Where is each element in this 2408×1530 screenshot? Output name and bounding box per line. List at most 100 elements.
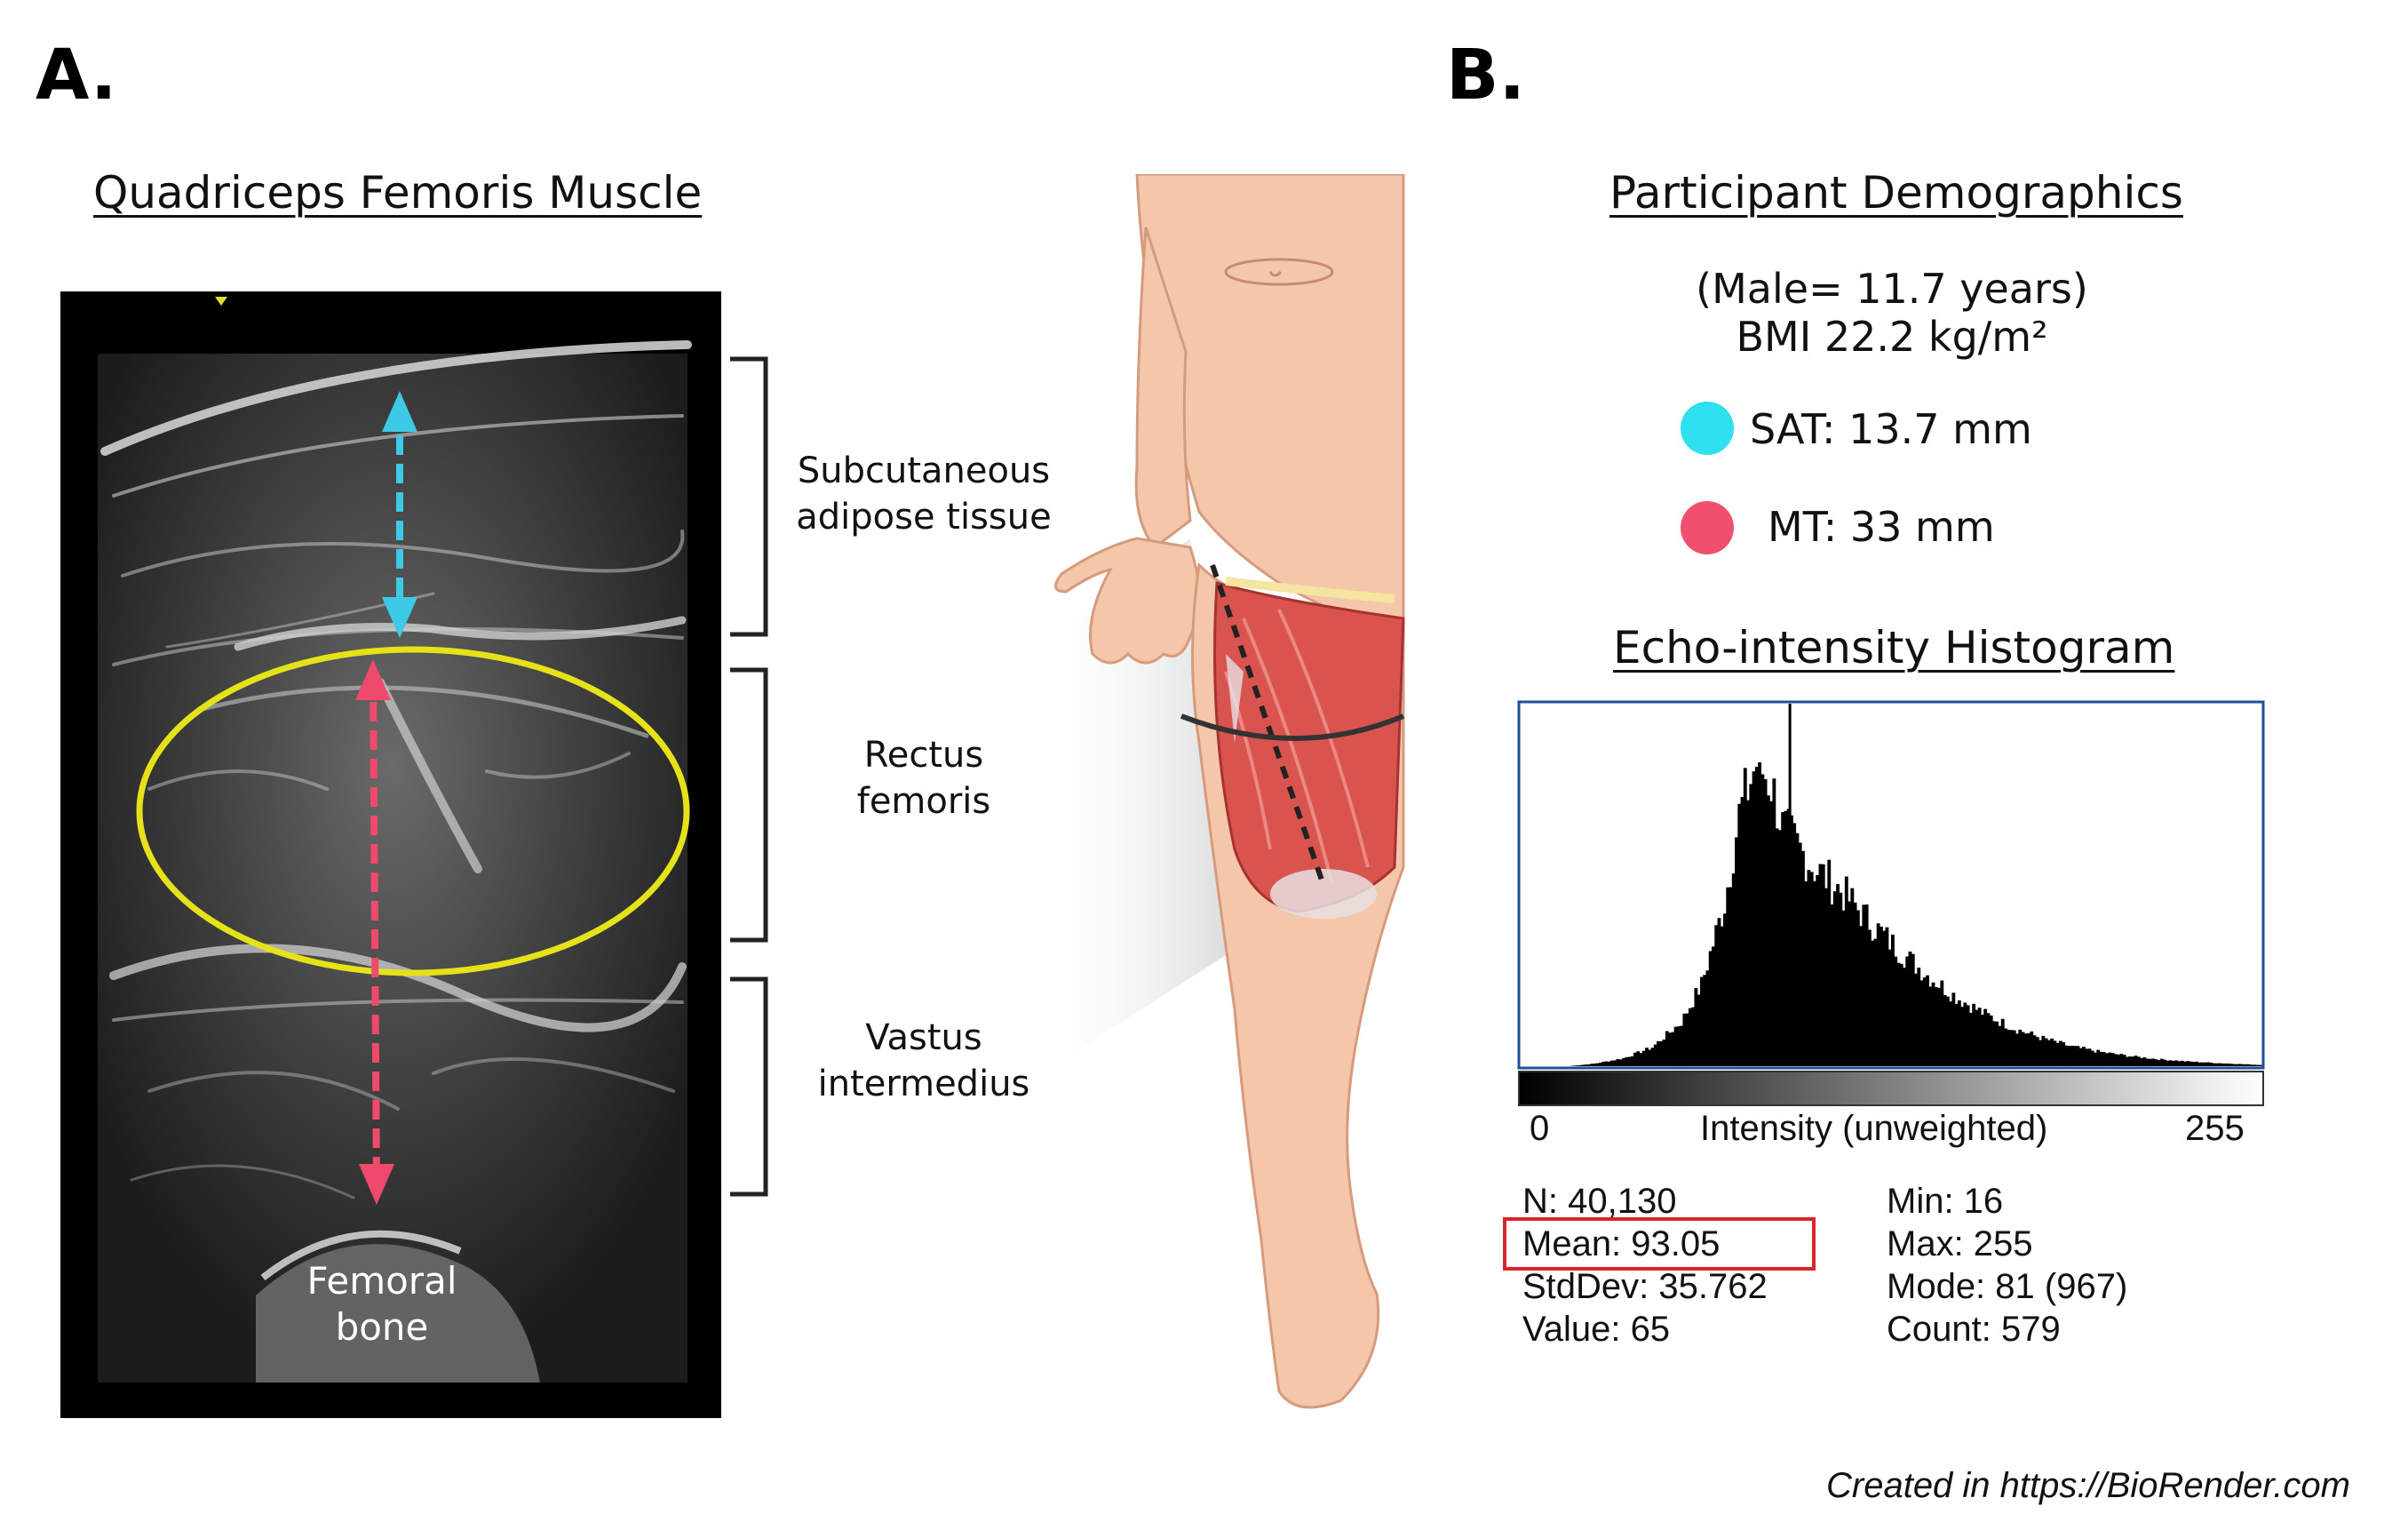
histogram-bin: [1688, 1008, 1692, 1066]
histogram-bin: [2122, 1055, 2126, 1066]
histogram-bin: [2096, 1049, 2101, 1066]
panel-b-label: B.: [1446, 36, 1526, 116]
histogram-bin: [1714, 925, 1719, 1066]
histogram-bin: [2195, 1061, 2198, 1066]
histogram-bin: [2186, 1061, 2190, 1066]
histogram-bin: [2151, 1058, 2156, 1066]
histogram-bin: [1673, 1026, 1678, 1066]
histogram-bin: [2117, 1055, 2120, 1066]
histogram-bin: [2007, 1030, 2011, 1066]
histogram-bin: [1992, 1021, 1996, 1066]
histogram-bin: [2021, 1032, 2025, 1066]
histogram-bin: [1885, 927, 1889, 1066]
histogram-bin: [1804, 881, 1808, 1066]
histogram-bin: [1752, 771, 1756, 1066]
histogram-bin: [2090, 1050, 2094, 1066]
histogram-bin: [2159, 1058, 2164, 1066]
histogram-bin: [1708, 951, 1713, 1066]
sat-measure-text: SAT: 13.7 mm: [1750, 405, 2032, 453]
histogram-bin: [2244, 1064, 2248, 1066]
histogram-bin: [1657, 1041, 1660, 1066]
muscle-thickness-arrow: [355, 659, 394, 1205]
histogram-bin: [1630, 1056, 1634, 1066]
histogram-bin: [1598, 1063, 1602, 1066]
histogram-bin: [1601, 1062, 1606, 1066]
histogram-bin: [1792, 823, 1797, 1066]
histogram-bin: [1903, 968, 1906, 1066]
histogram-bin: [1613, 1060, 1617, 1066]
histogram-bin: [1934, 987, 1938, 1066]
histogram-bin: [1703, 975, 1707, 1066]
histogram-bin: [1911, 953, 1915, 1066]
histogram-bin: [1609, 1060, 1614, 1066]
histogram-bin: [2237, 1064, 2242, 1066]
histogram-bin: [1931, 982, 1935, 1066]
histogram-bin: [2035, 1037, 2039, 1066]
histogram-bin: [1856, 910, 1860, 1066]
histogram-bin: [1949, 1001, 1953, 1066]
histogram-bin: [1777, 830, 1782, 1066]
histogram-bin: [1754, 767, 1759, 1066]
histogram-bin: [1572, 1065, 1577, 1066]
histogram-bin: [2062, 1042, 2066, 1066]
histogram-bin: [2128, 1056, 2132, 1066]
histogram-bin: [2154, 1059, 2158, 1066]
histogram-bin: [1957, 1000, 1961, 1066]
histogram-bin: [1905, 956, 1910, 1066]
histogram-bin: [2206, 1062, 2210, 1066]
histogram-bin: [2009, 1030, 2014, 1066]
histogram-bin: [1627, 1056, 1632, 1066]
femoral-bone-label: Femoral bone: [266, 1258, 497, 1351]
histogram-bin: [2000, 1018, 2005, 1066]
histogram-bin: [1769, 801, 1774, 1066]
histogram-bin: [2191, 1062, 2196, 1066]
histogram-bin: [1625, 1056, 1629, 1066]
histogram-bin: [1758, 762, 1761, 1066]
stat-value: Value: 65: [1522, 1310, 1671, 1349]
tissue-streaks: [100, 340, 692, 1199]
histogram-bin: [2064, 1045, 2069, 1066]
histogram-bin: [2087, 1048, 2092, 1066]
histogram-bin: [2105, 1053, 2109, 1066]
histogram-bin: [1639, 1053, 1643, 1066]
histogram-bin: [1760, 774, 1765, 1066]
histogram-bin: [1908, 951, 1912, 1066]
histogram-bin: [2055, 1042, 2060, 1066]
axis-max-label: 255: [2185, 1109, 2245, 1148]
stat-min: Min: 16: [1887, 1182, 2004, 1221]
rectus-femoris-label: Rectus femoris: [782, 732, 1066, 825]
stat-n: N: 40,130: [1522, 1182, 1677, 1221]
stat-count: Count: 579: [1887, 1310, 2061, 1349]
cross-section-line: [1180, 713, 1405, 741]
histogram-bin: [1595, 1063, 1600, 1066]
histogram-bin: [1743, 768, 1747, 1066]
mt-measure-text: MT: 33 mm: [1768, 503, 1995, 551]
histogram-bin: [1581, 1064, 1585, 1066]
histogram-bin: [2050, 1038, 2054, 1066]
histogram-bin: [1850, 888, 1855, 1066]
histogram-bin: [1659, 1040, 1664, 1066]
histogram-bin: [1809, 872, 1814, 1066]
mt-legend-dot: [1681, 501, 1734, 554]
histogram-bin: [1891, 934, 1895, 1066]
rectus-femoris-roi: [136, 646, 690, 976]
histogram-bin: [1975, 1009, 1979, 1066]
rectus-femoris-line1: Rectus: [863, 735, 984, 776]
histogram-bin: [2235, 1064, 2239, 1066]
histogram-bin: [2046, 1040, 2051, 1066]
histogram-bin: [2067, 1046, 2071, 1066]
histogram-bin: [1694, 988, 1698, 1066]
histogram-bin: [1821, 864, 1825, 1066]
histogram-bin: [2110, 1052, 2115, 1066]
histogram-bin: [1616, 1059, 1620, 1066]
histogram-bin: [2119, 1054, 2124, 1066]
vastus-intermedius-line1: Vastus: [865, 1017, 982, 1058]
histogram-title: Echo-intensity Histogram: [1613, 622, 2175, 673]
histogram-bin: [2094, 1052, 2097, 1066]
histogram-bin: [1830, 904, 1834, 1066]
histogram-bin: [1816, 874, 1820, 1066]
histogram-bin: [2148, 1058, 2152, 1066]
histogram-bin: [2030, 1031, 2034, 1066]
histogram-bin: [1705, 970, 1710, 1066]
histogram-bin: [2032, 1035, 2037, 1066]
